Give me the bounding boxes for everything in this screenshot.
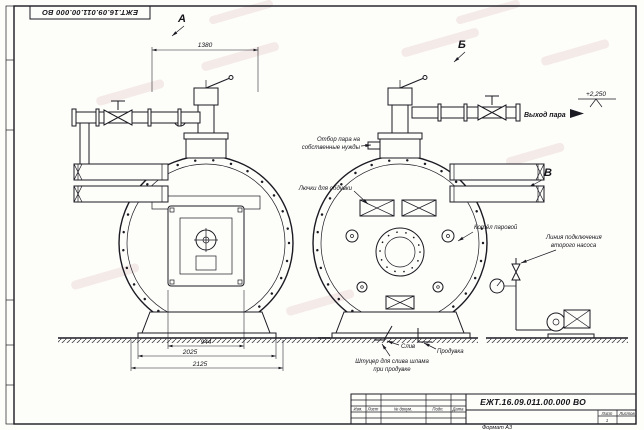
- dimension-1380: 1380: [151, 42, 259, 92]
- tb-col-izm: Изм.: [354, 407, 363, 412]
- drain-fittings: [374, 325, 432, 343]
- dimension-2125: 2125: [130, 340, 284, 371]
- tb-col-date: Дата: [451, 407, 464, 412]
- watermarks: [71, 0, 610, 316]
- annotation-blowdown: Продувка: [437, 349, 464, 355]
- annotation-pump-line-1: Линия подключения: [545, 235, 602, 241]
- annotation-drain: Слив: [401, 344, 415, 350]
- top-stamp: ЕЖТ.16.09.011.00.000 ВО: [29, 5, 151, 20]
- dimension-944: 944: [167, 290, 245, 349]
- view-a-letter: А: [177, 13, 186, 25]
- right-support: [318, 311, 478, 343]
- tb-sheet-label: Лист: [601, 411, 613, 416]
- own-needs-nozzle: [367, 141, 381, 150]
- steam-outlet-pipe: [411, 95, 616, 122]
- right-safety-valve: [367, 75, 428, 159]
- dimension-2025: 2025: [137, 336, 277, 359]
- tb-sheet-num: 1: [606, 418, 608, 423]
- left-support: [58, 311, 330, 343]
- tb-col-sign: Подп.: [432, 407, 443, 412]
- annotations-layer: Выход пара +2,250 Отбор пара на собствен…: [298, 91, 607, 373]
- shell-fittings: [345, 229, 455, 310]
- burner-door: [167, 205, 245, 287]
- tb-doc-number: ЕЖТ.16.09.011.00.000 ВО: [480, 397, 586, 407]
- steam-valve: [477, 104, 494, 121]
- steam-direction-arrow: [570, 109, 584, 118]
- annotation-sludge-2: при продувке: [373, 367, 411, 373]
- blow-hatches: [359, 199, 437, 217]
- tb-col-doc: № докум.: [394, 407, 412, 412]
- left-economizer-drums: [73, 163, 169, 203]
- annotation-pump-line-2: второго насоса: [551, 243, 597, 249]
- left-feed-pipe: [71, 100, 201, 166]
- left-pipe-valve: [103, 109, 120, 126]
- top-stamp-text: ЕЖТ.16.09.011.00.000 ВО: [42, 8, 138, 17]
- manhole: [375, 227, 425, 277]
- dim-base-width: 2025: [182, 349, 198, 356]
- pump-casing: [546, 312, 566, 332]
- annotation-own-needs-1: Отбор пара на: [317, 137, 361, 143]
- annotation-sludge-1: Штуцер для слива шлама: [355, 359, 429, 365]
- dim-top-width: 1380: [198, 42, 213, 49]
- right-boiler-view: [312, 75, 628, 343]
- view-label-a: А: [171, 13, 186, 37]
- tb-col-list: Лист: [367, 407, 379, 412]
- drawing-frame: [5, 5, 637, 425]
- right-bolt-circle: [315, 158, 485, 328]
- title-block: Изм. Лист № докум. Подп. Дата ЕЖТ.16.09.…: [350, 393, 637, 430]
- view-label-b: Б: [453, 39, 466, 63]
- dim-door-width: 944: [201, 339, 212, 346]
- annotation-steam-outlet: Выход пара: [524, 111, 566, 119]
- annotation-elevation: +2,250: [586, 91, 606, 98]
- annotation-blow-hatches: Лючки для обдувки: [298, 186, 353, 192]
- view-b-letter: Б: [458, 39, 466, 51]
- view-v-letter: В: [544, 167, 552, 179]
- right-economizer-drums: [449, 163, 545, 203]
- left-boiler-view: [58, 75, 330, 343]
- annotation-boiler: Котёл паровой: [474, 224, 518, 231]
- left-bolt-circle: [121, 158, 291, 328]
- tb-format: Формат А3: [482, 425, 513, 430]
- dim-overall-width: 2125: [192, 361, 208, 368]
- feed-pump-unit: [486, 258, 628, 343]
- annotation-own-needs-2: собственные нужды: [302, 145, 361, 151]
- tb-sheets-label: Листов: [618, 411, 635, 416]
